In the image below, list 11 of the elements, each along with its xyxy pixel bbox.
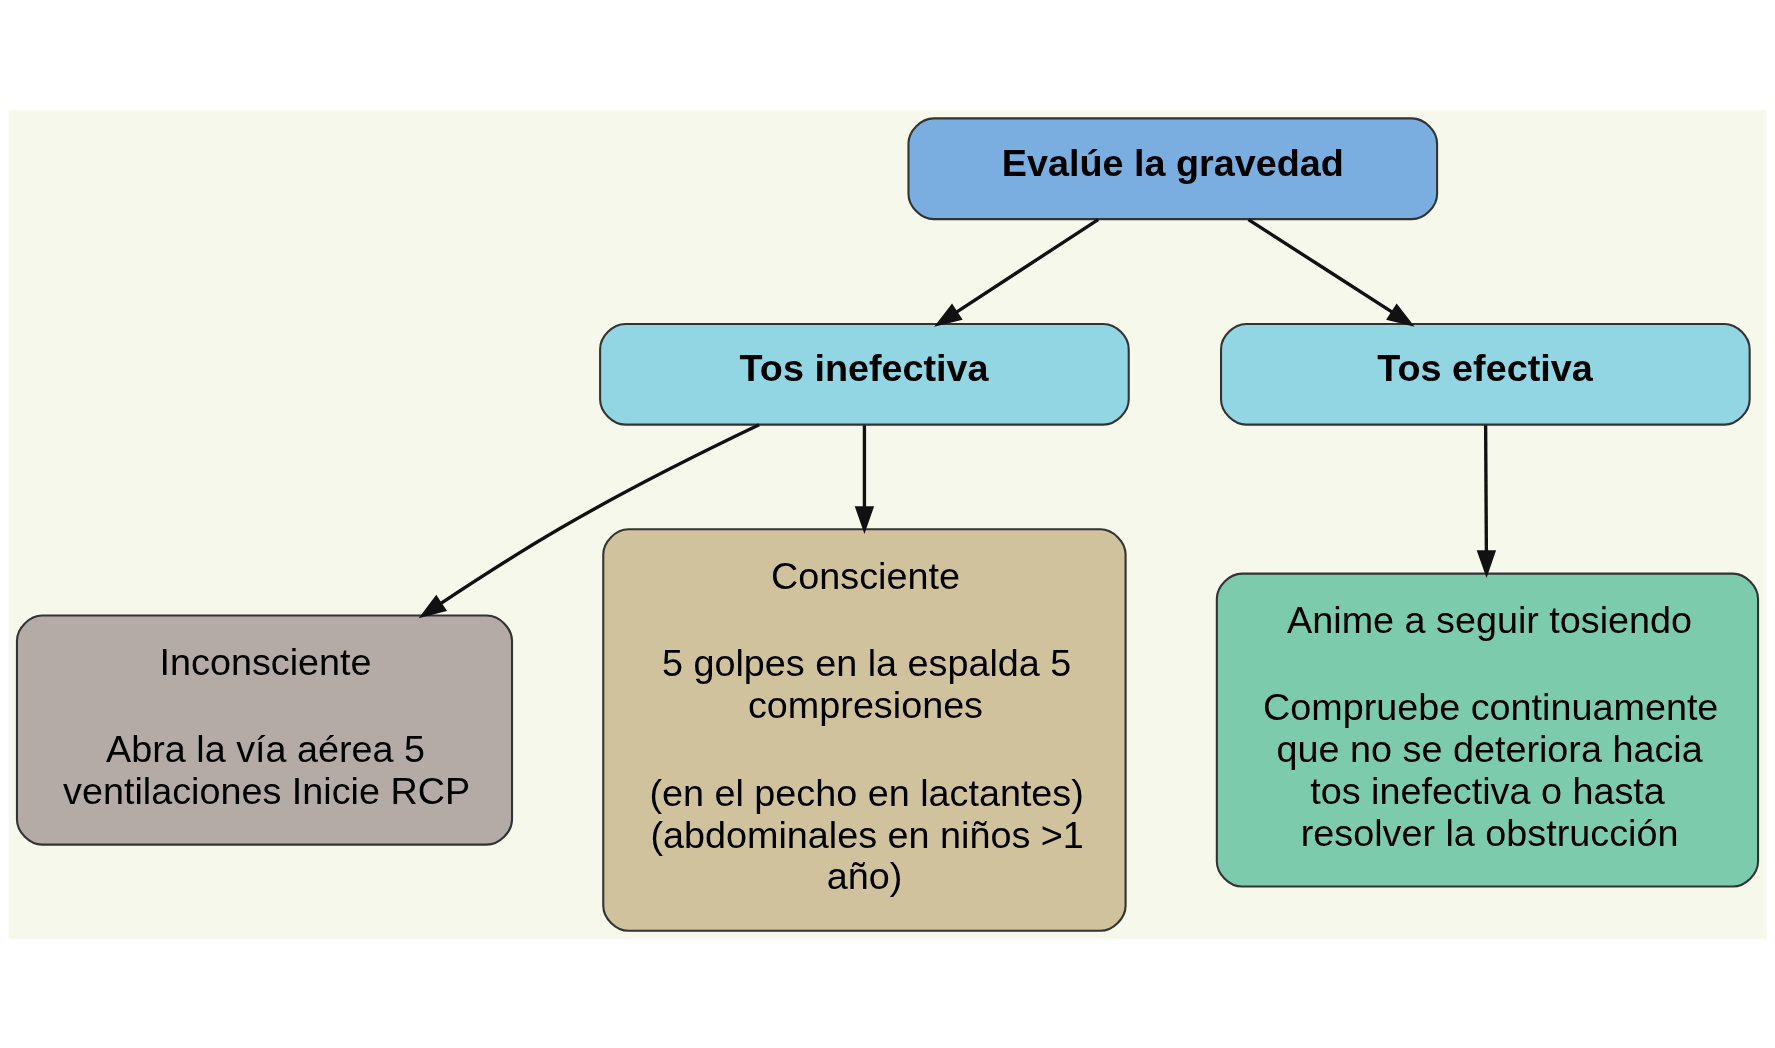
node-box: Tos efectiva — [1220, 322, 1751, 426]
arrow — [934, 217, 1100, 327]
arrow — [1247, 217, 1415, 327]
node-box: Anime a seguir tosiendo Compruebe continuamente que no se deteriora hacia tos inefectiva o hasta resolver la obstrucción — [1215, 572, 1760, 888]
node-box: Evalúe la gravedad — [907, 116, 1439, 220]
arrow — [418, 422, 760, 618]
node-box: Inconsciente Abra la vía aérea 5 ventilaciones Inicie RCP — [15, 614, 514, 846]
arrow — [1476, 424, 1497, 578]
arrow — [854, 424, 875, 534]
node-box: Consciente 5 golpes en la espalda 5 compresiones (en el pecho en lactantes) (abdominales en niños >1 año) — [602, 527, 1127, 932]
node-box: Tos inefectiva — [599, 322, 1130, 426]
